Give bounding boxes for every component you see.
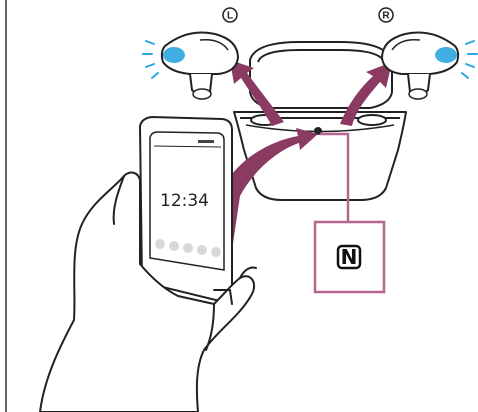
smartphone: 12:34 (140, 117, 232, 304)
right-earbud-marker: R (382, 11, 390, 22)
right-earbud: R (379, 8, 477, 99)
left-earbud-marker: L (227, 11, 233, 22)
charging-case (234, 42, 406, 200)
right-earbud-indicator-light (462, 41, 477, 78)
nfc-mark-symbol: N (341, 245, 358, 269)
left-earbud: L (143, 8, 238, 99)
phone-clock: 12:34 (160, 191, 209, 211)
left-earbud-indicator-light (143, 41, 158, 78)
